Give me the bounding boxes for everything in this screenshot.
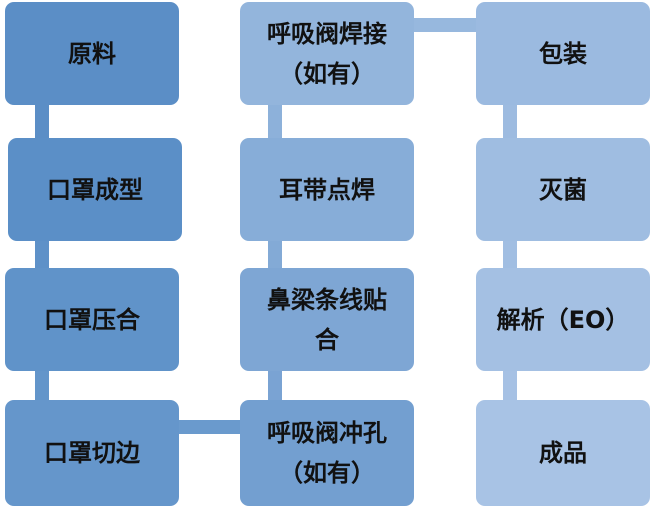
step-finished-product: 成品 [476, 400, 650, 506]
connector-packaging-to-sterilization [503, 105, 517, 138]
connector-raw-to-forming [35, 105, 49, 138]
connector-sterilization-to-eo [503, 241, 517, 268]
step-raw-material: 原料 [5, 2, 179, 105]
connector-valve-welding-to-packaging [414, 18, 476, 32]
step-valve-welding: 呼吸阀焊接 （如有） [240, 2, 414, 105]
connector-forming-to-pressing [35, 241, 49, 268]
connector-valve-punching-to-nose-strip [268, 371, 282, 400]
step-eo-analysis: 解析（EO） [476, 268, 650, 371]
connector-pressing-to-cutting [35, 371, 49, 400]
connector-eo-to-finished [503, 371, 517, 400]
step-mask-cutting: 口罩切边 [5, 400, 179, 506]
step-mask-forming: 口罩成型 [8, 138, 182, 241]
step-mask-pressing: 口罩压合 [5, 268, 179, 371]
step-nose-strip-attach: 鼻梁条线贴 合 [240, 268, 414, 371]
connector-ear-welding-to-valve-welding [268, 105, 282, 138]
step-valve-punching: 呼吸阀冲孔 （如有） [240, 400, 414, 506]
step-packaging: 包装 [476, 2, 650, 105]
step-sterilization: 灭菌 [476, 138, 650, 241]
connector-nose-strip-to-ear-welding [268, 241, 282, 268]
step-ear-loop-welding: 耳带点焊 [240, 138, 414, 241]
connector-cutting-to-valve-punching [179, 420, 240, 434]
